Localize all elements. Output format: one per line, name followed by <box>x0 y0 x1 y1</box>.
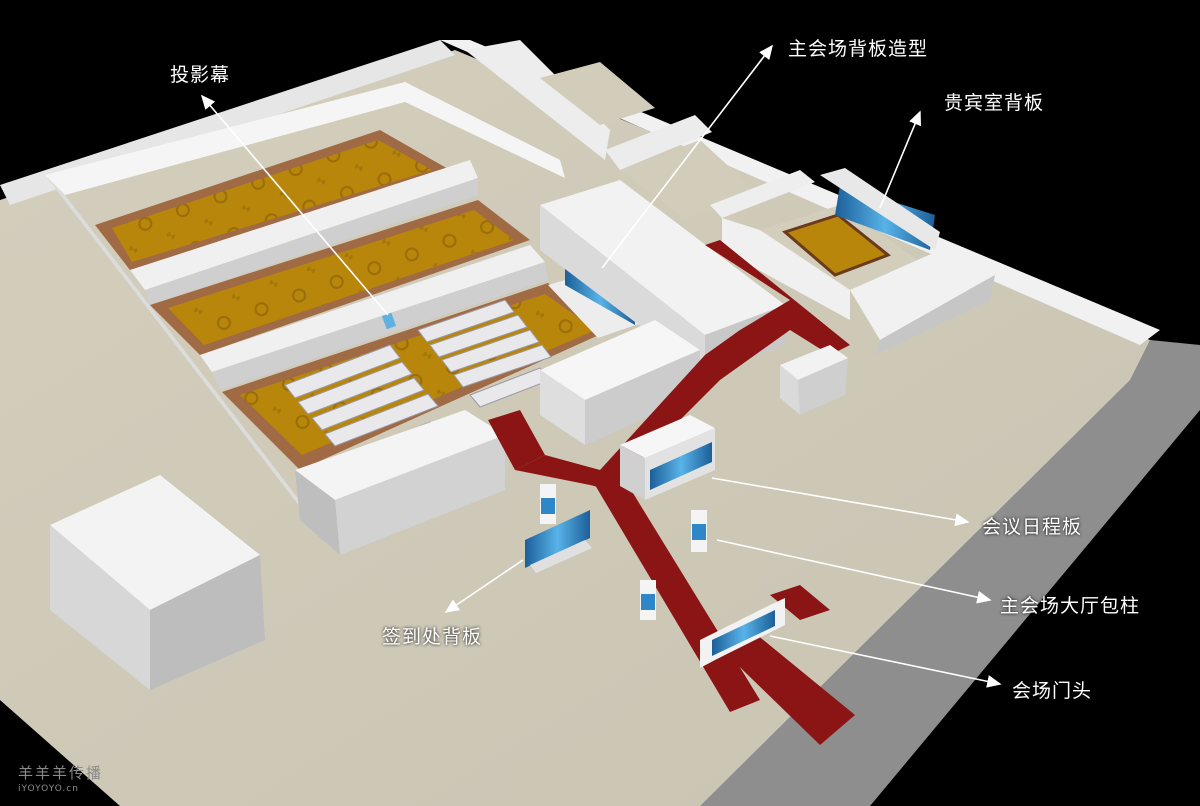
right-side-block-top <box>780 345 848 380</box>
divider-wall-1-face <box>145 178 478 305</box>
vip-room-wall-front <box>850 250 995 340</box>
stage-front-box-left <box>540 370 585 445</box>
right-side-block-front <box>798 358 848 415</box>
divider-wall-2-face <box>212 262 548 390</box>
divider-wall-2 <box>200 245 545 372</box>
watermark-url: iYOYOYO.cn <box>18 784 79 794</box>
stage-front-box-top <box>540 320 700 400</box>
storage-block-left <box>50 525 150 690</box>
signin-backdrop-model <box>525 510 590 568</box>
callout-arrows <box>200 44 1002 688</box>
vip-room-carpet <box>781 213 891 277</box>
upper-room-wall-2 <box>605 115 712 170</box>
agenda-board-panel <box>650 442 712 490</box>
vip-room-wall-front-face <box>875 275 995 355</box>
vip-room-backdrop-model <box>835 185 935 250</box>
right-side-block-left <box>780 365 800 415</box>
callout-signin-backdrop: 签到处背板 <box>382 626 483 648</box>
watermark: 羊羊羊传播 iYOYOYO.cn <box>18 762 103 794</box>
arrow-projection-screen <box>200 94 389 316</box>
callout-agenda-board: 会议日程板 <box>982 516 1083 538</box>
upper-room-wall-1 <box>465 40 610 160</box>
stage-front-box-front <box>585 350 700 445</box>
watermark-title: 羊羊羊传播 <box>18 764 104 782</box>
pillar-wraps <box>540 484 707 620</box>
callout-vip-room-backdrop: 贵宾室背板 <box>944 92 1045 114</box>
callout-main-hall-backdrop: 主会场背板造型 <box>788 38 929 60</box>
agenda-board-top <box>620 415 715 458</box>
arrow-pillar-wrap <box>716 539 992 604</box>
upper-room-divider <box>710 170 815 218</box>
room2-carpet <box>168 210 514 345</box>
storage-block-top <box>50 475 260 610</box>
main-hall-front-block-front <box>335 435 505 555</box>
upper-room-floor-2 <box>620 140 760 218</box>
arrow-agenda-board <box>711 477 970 527</box>
meeting-hall-wall-top <box>45 82 565 195</box>
vip-room-wall-left <box>722 218 850 320</box>
arrow-vip-room-backdrop <box>879 110 921 209</box>
arrow-entrance-sign <box>769 635 1002 688</box>
divider-wall-1 <box>130 160 478 290</box>
arrow-main-hall-backdrop <box>601 44 773 269</box>
callout-entrance-sign: 会场门头 <box>1012 680 1093 702</box>
central-block-top <box>540 180 785 335</box>
arrow-signin-backdrop <box>444 559 524 613</box>
meeting-hall-wall-left <box>45 175 330 540</box>
signin-desk <box>530 540 592 573</box>
agenda-board-left <box>620 445 645 500</box>
callout-pillar-wrap: 主会场大厅包柱 <box>1000 595 1141 617</box>
main-hall-front-block-left <box>295 470 340 555</box>
projection-screen-model <box>381 312 397 330</box>
floor-front-edge <box>700 340 1200 806</box>
main-hall-front-block-top <box>295 410 505 500</box>
main-hall-seating <box>284 299 552 463</box>
entrance-gate-panel <box>712 610 775 656</box>
callout-projection-screen: 投影幕 <box>170 64 231 86</box>
vip-room-wall-back <box>820 168 940 250</box>
room1-carpet <box>112 140 432 262</box>
upper-room-floor-1 <box>540 62 655 125</box>
storage-block-front <box>150 555 265 690</box>
